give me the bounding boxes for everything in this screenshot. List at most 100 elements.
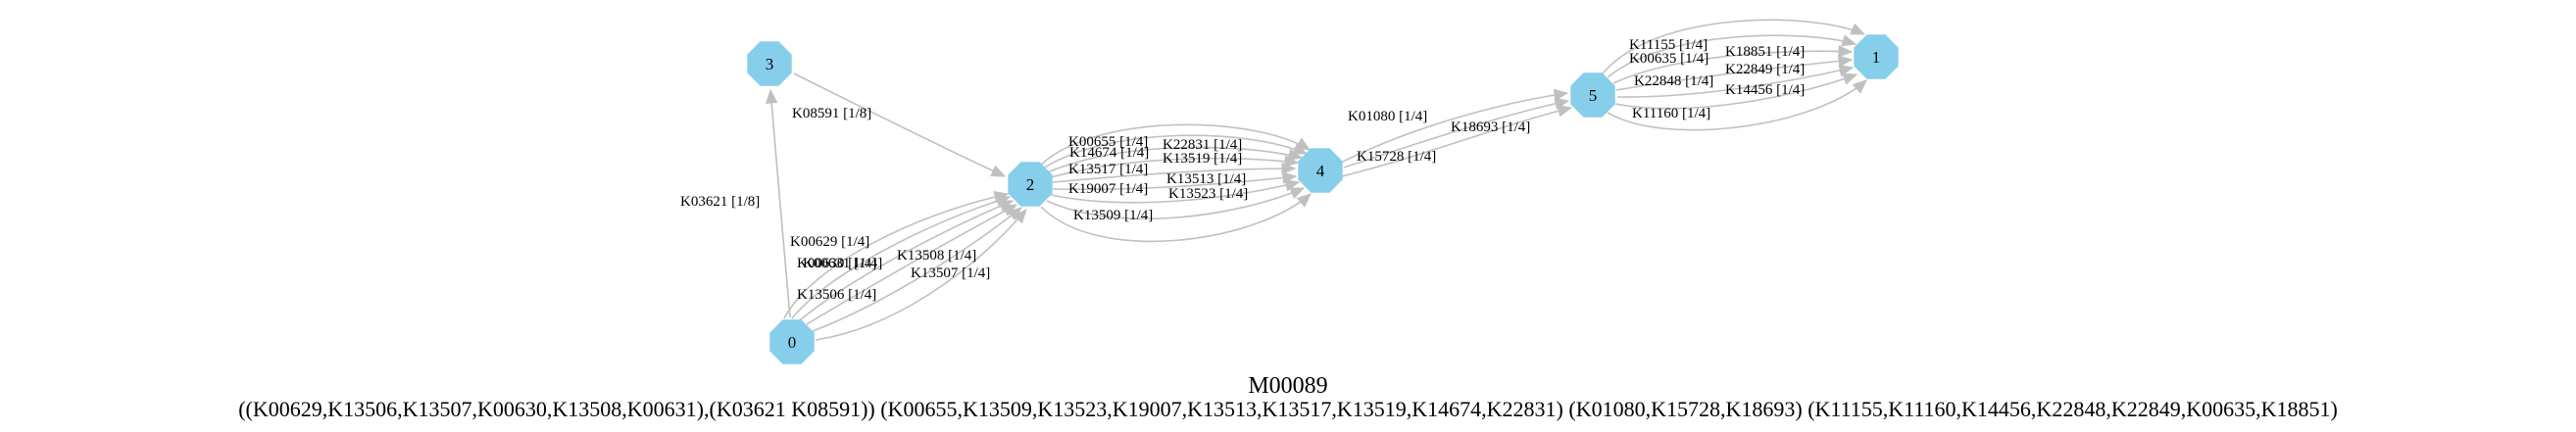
edge-arrowhead — [1838, 45, 1854, 58]
node-0: 0 — [769, 319, 815, 364]
edge-arrowhead — [1283, 155, 1300, 168]
edge-label: K00655 [1/4] — [1068, 134, 1148, 150]
node-label: 5 — [1589, 86, 1598, 105]
edge-2-4 — [1047, 146, 1304, 173]
edge-arrowhead — [1296, 193, 1312, 208]
edge-labels-layer: K03621 [1/8] K08591 [1/8] K00629 [1/4] K006… — [680, 37, 1805, 303]
node-label: 4 — [1316, 162, 1325, 180]
edge-arrowhead — [1837, 55, 1854, 68]
edge-line — [799, 200, 1014, 321]
edge-line — [1046, 187, 1305, 220]
edge-4-5 — [1342, 88, 1569, 163]
edge-label: K19007 [1/4] — [1068, 181, 1148, 197]
edges-layer — [765, 19, 1867, 341]
edge-line — [1602, 19, 1865, 74]
edge-line — [1607, 34, 1857, 78]
edge-label: K13508 [1/4] — [897, 248, 976, 264]
edge-label: K22849 [1/4] — [1725, 62, 1805, 77]
edge-label: K00629 [1/4] — [790, 234, 869, 250]
edge-line — [1341, 107, 1572, 177]
node-label: 3 — [766, 55, 774, 73]
edge-line — [1050, 181, 1300, 204]
edge-2-4 — [1040, 193, 1312, 243]
edge-label: K00631 [1/4] — [803, 256, 882, 271]
edge-label: K08591 [1/8] — [792, 106, 871, 121]
node-octagon — [1008, 162, 1053, 207]
node-2: 2 — [1008, 162, 1053, 207]
edge-line — [1044, 134, 1308, 168]
edge-line — [812, 207, 1022, 332]
edge-label: K13519 [1/4] — [1163, 151, 1242, 167]
edge-label: K14674 [1/4] — [1069, 145, 1149, 161]
edge-arrowhead — [1850, 23, 1866, 35]
edge-line — [1612, 50, 1853, 84]
edge-label: K18693 [1/4] — [1451, 120, 1530, 135]
edge-2-4 — [1050, 155, 1300, 178]
edge-arrowhead — [1838, 64, 1855, 77]
node-octagon — [1298, 148, 1343, 193]
edge-line — [1615, 59, 1853, 91]
edge-arrowhead — [1292, 142, 1309, 155]
edge-label: K13513 [1/4] — [1166, 171, 1246, 187]
edge-2-4 — [1044, 134, 1309, 168]
edge-label: K00635 [1/4] — [1629, 51, 1709, 67]
node-octagon — [1854, 34, 1899, 79]
edge-label: K00630 [1/4] — [797, 256, 876, 271]
node-4: 4 — [1298, 148, 1343, 193]
edge-line — [1052, 175, 1297, 191]
edge-5-1 — [1615, 55, 1854, 91]
edge-line — [1052, 168, 1296, 183]
edge-line — [791, 196, 1011, 319]
edge-label: K14456 [1/4] — [1725, 82, 1805, 98]
edge-arrowhead — [1852, 79, 1867, 94]
node-3: 3 — [747, 41, 792, 86]
edge-0-2 — [815, 209, 1027, 341]
edge-3-2 — [793, 72, 1007, 177]
edge-line — [1040, 123, 1311, 166]
edge-2-4 — [1052, 162, 1297, 183]
edge-label: K15728 [1/4] — [1357, 149, 1436, 165]
edge-arrowhead — [1281, 162, 1297, 175]
edge-label: K22848 [1/4] — [1634, 73, 1713, 89]
edge-arrowhead — [1013, 209, 1027, 224]
edge-label: K13507 [1/4] — [911, 265, 990, 281]
edge-line — [1050, 157, 1299, 178]
edge-arrowhead — [1284, 179, 1301, 192]
edge-label: K13509 [1/4] — [1073, 208, 1153, 223]
edge-arrowhead — [990, 165, 1007, 177]
edge-line — [1343, 100, 1569, 168]
node-1: 1 — [1854, 34, 1899, 79]
edge-5-1 — [1607, 34, 1858, 78]
node-octagon — [1570, 72, 1615, 118]
edge-arrowhead — [1557, 105, 1573, 118]
edge-line — [1342, 92, 1568, 163]
edge-4-5 — [1341, 105, 1573, 177]
edge-label: K03621 [1/8] — [680, 194, 760, 210]
node-5: 5 — [1570, 72, 1615, 118]
module-definition: ((K00629,K13506,K13507,K00630,K13508,K00… — [238, 397, 2338, 421]
edge-2-4 — [1046, 187, 1306, 220]
edge-5-1 — [1616, 64, 1855, 98]
edge-line — [793, 72, 1006, 177]
edge-arrowhead — [1287, 148, 1304, 161]
edge-line — [783, 193, 1009, 319]
edge-arrowhead — [1553, 88, 1569, 102]
edge-5-1 — [1614, 72, 1858, 110]
edge-5-1 — [1602, 19, 1866, 74]
node-octagon — [747, 41, 792, 86]
edge-label: K13517 [1/4] — [1068, 162, 1148, 177]
nodes-layer: 0 1 2 3 4 5 — [747, 34, 1899, 364]
edge-line — [1614, 73, 1858, 110]
edge-5-1 — [1612, 45, 1854, 84]
node-label: 1 — [1872, 48, 1881, 67]
edge-2-4 — [1050, 179, 1301, 204]
edge-arrowhead — [765, 88, 778, 104]
node-label: 2 — [1026, 175, 1035, 194]
diagram-title: M00089 — [1248, 373, 1327, 399]
edge-label: K11160 [1/4] — [1632, 106, 1710, 121]
edge-arrowhead — [1841, 34, 1858, 47]
node-octagon — [769, 319, 815, 364]
node-label: 0 — [788, 333, 797, 352]
edge-line — [1040, 193, 1312, 243]
